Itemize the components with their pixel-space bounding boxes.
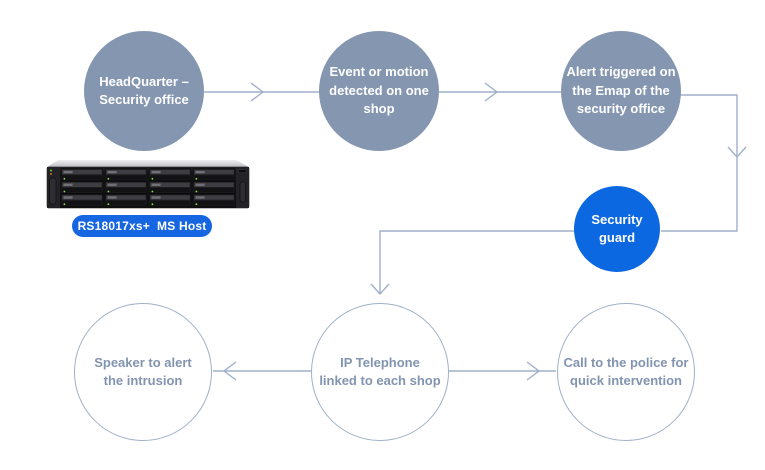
server-usb-port [238, 169, 247, 174]
node-label: HeadQuarter – Security office [99, 73, 189, 107]
server-top-panel [47, 160, 249, 167]
status-led-green [50, 169, 52, 172]
node-label: Security guard [591, 211, 643, 245]
node-speaker-alert: Speaker to alert the intrusion [74, 303, 212, 441]
rack-server-illustration [44, 156, 252, 212]
node-label: IP Telephone linked to each shop [319, 354, 441, 388]
edge-telephone-to-speaker [213, 361, 311, 381]
server-left-handle [49, 177, 57, 205]
edge-event-to-alert [439, 82, 561, 102]
arrow-down-icon [727, 146, 747, 159]
edge-headquarter-to-event [204, 82, 319, 102]
node-security-guard: Security guard [574, 186, 660, 272]
connector-line [661, 94, 738, 232]
status-led-amber [50, 173, 52, 175]
arrow-right-icon [484, 82, 499, 102]
device-label-badge: RS18017xs+ MS Host [72, 215, 212, 237]
node-headquarter: HeadQuarter – Security office [84, 31, 204, 151]
arrow-left-icon [222, 361, 237, 381]
edge-alert-to-guard [661, 94, 747, 232]
arrow-right-icon [250, 82, 265, 102]
edge-telephone-to-police [447, 361, 556, 381]
edge-guard-to-telephone [370, 230, 575, 296]
arrow-down-icon [370, 283, 390, 296]
arrow-right-icon [526, 361, 541, 381]
node-ip-telephone: IP Telephone linked to each shop [311, 303, 449, 441]
connector-line [379, 230, 575, 294]
node-label: Alert triggered on the Emap of the secur… [566, 64, 676, 117]
node-event-detected: Event or motion detected on one shop [319, 31, 439, 151]
server-right-handle [239, 181, 246, 203]
node-call-police: Call to the police for quick interventio… [557, 303, 695, 441]
node-alert-emap: Alert triggered on the Emap of the secur… [561, 31, 681, 151]
node-label: Call to the police for quick interventio… [563, 354, 689, 388]
rack-server-image [46, 160, 250, 209]
node-label: Speaker to alert the intrusion [94, 354, 192, 388]
node-label: Event or motion detected on one shop [329, 64, 429, 117]
